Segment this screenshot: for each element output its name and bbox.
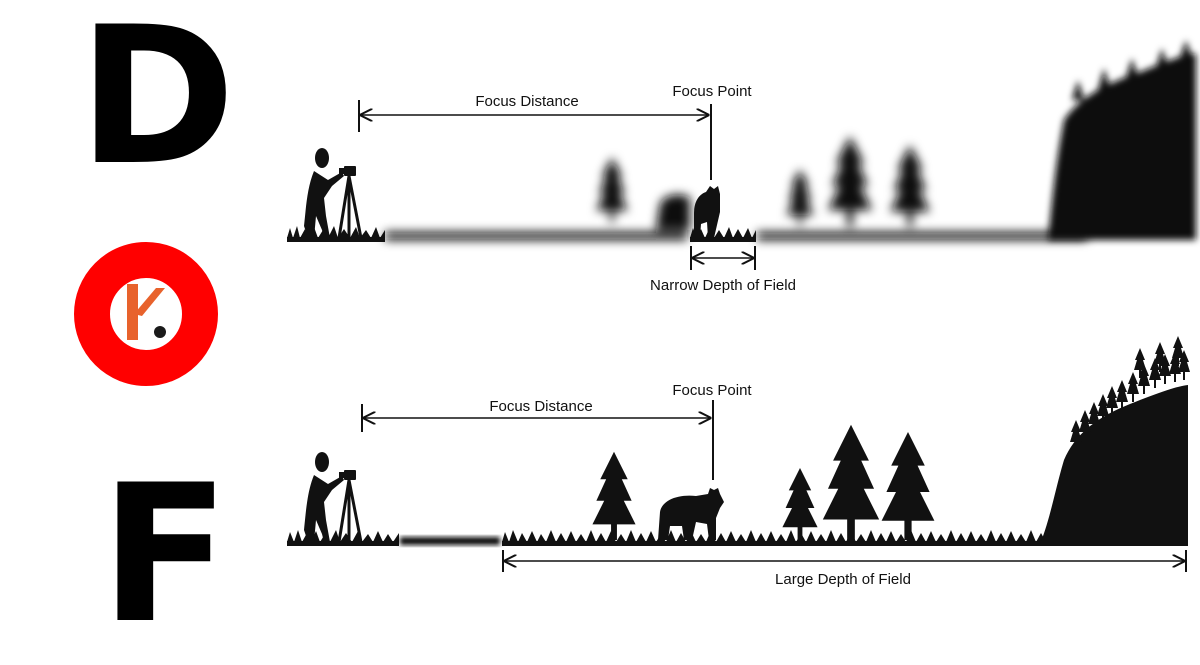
- focus-distance-label: Focus Distance: [475, 93, 578, 110]
- title-letter-d: D: [78, 0, 236, 207]
- photographer-icon: [302, 146, 363, 240]
- tree-icon: [782, 468, 818, 540]
- blurred-near-ground: [400, 537, 500, 545]
- bear-icon: [694, 186, 720, 238]
- hill-icon: [1040, 385, 1188, 544]
- photographer-icon: [302, 450, 363, 544]
- focus-distance-label: Focus Distance: [489, 398, 592, 415]
- narrow-dof-label: Narrow Depth of Field: [650, 277, 796, 294]
- logo-ring: [74, 242, 218, 386]
- tree-icon: [881, 432, 935, 540]
- blurred-background: [385, 136, 1087, 240]
- sharp-scene: [287, 336, 1190, 546]
- tree-icon: [822, 424, 880, 540]
- sharp-foreground: [287, 146, 756, 242]
- blurred-hill: [1048, 40, 1196, 240]
- bear-icon: [658, 488, 724, 540]
- tree-icon: [592, 451, 636, 540]
- dof-diagram: Focus Distance Focus Point Narrow Depth …: [287, 40, 1196, 588]
- focus-point-label: Focus Point: [672, 83, 752, 100]
- logo-badge: [74, 242, 218, 386]
- title-letter-f: F: [100, 444, 230, 665]
- narrow-dof-panel: Focus Distance Focus Point Narrow Depth …: [287, 40, 1196, 294]
- focus-point-label: Focus Point: [672, 382, 752, 399]
- large-dof-panel: Focus Distance Focus Point Large Depth o…: [287, 336, 1190, 588]
- k-letter-logo-icon: [127, 284, 166, 340]
- large-dof-label: Large Depth of Field: [775, 571, 911, 588]
